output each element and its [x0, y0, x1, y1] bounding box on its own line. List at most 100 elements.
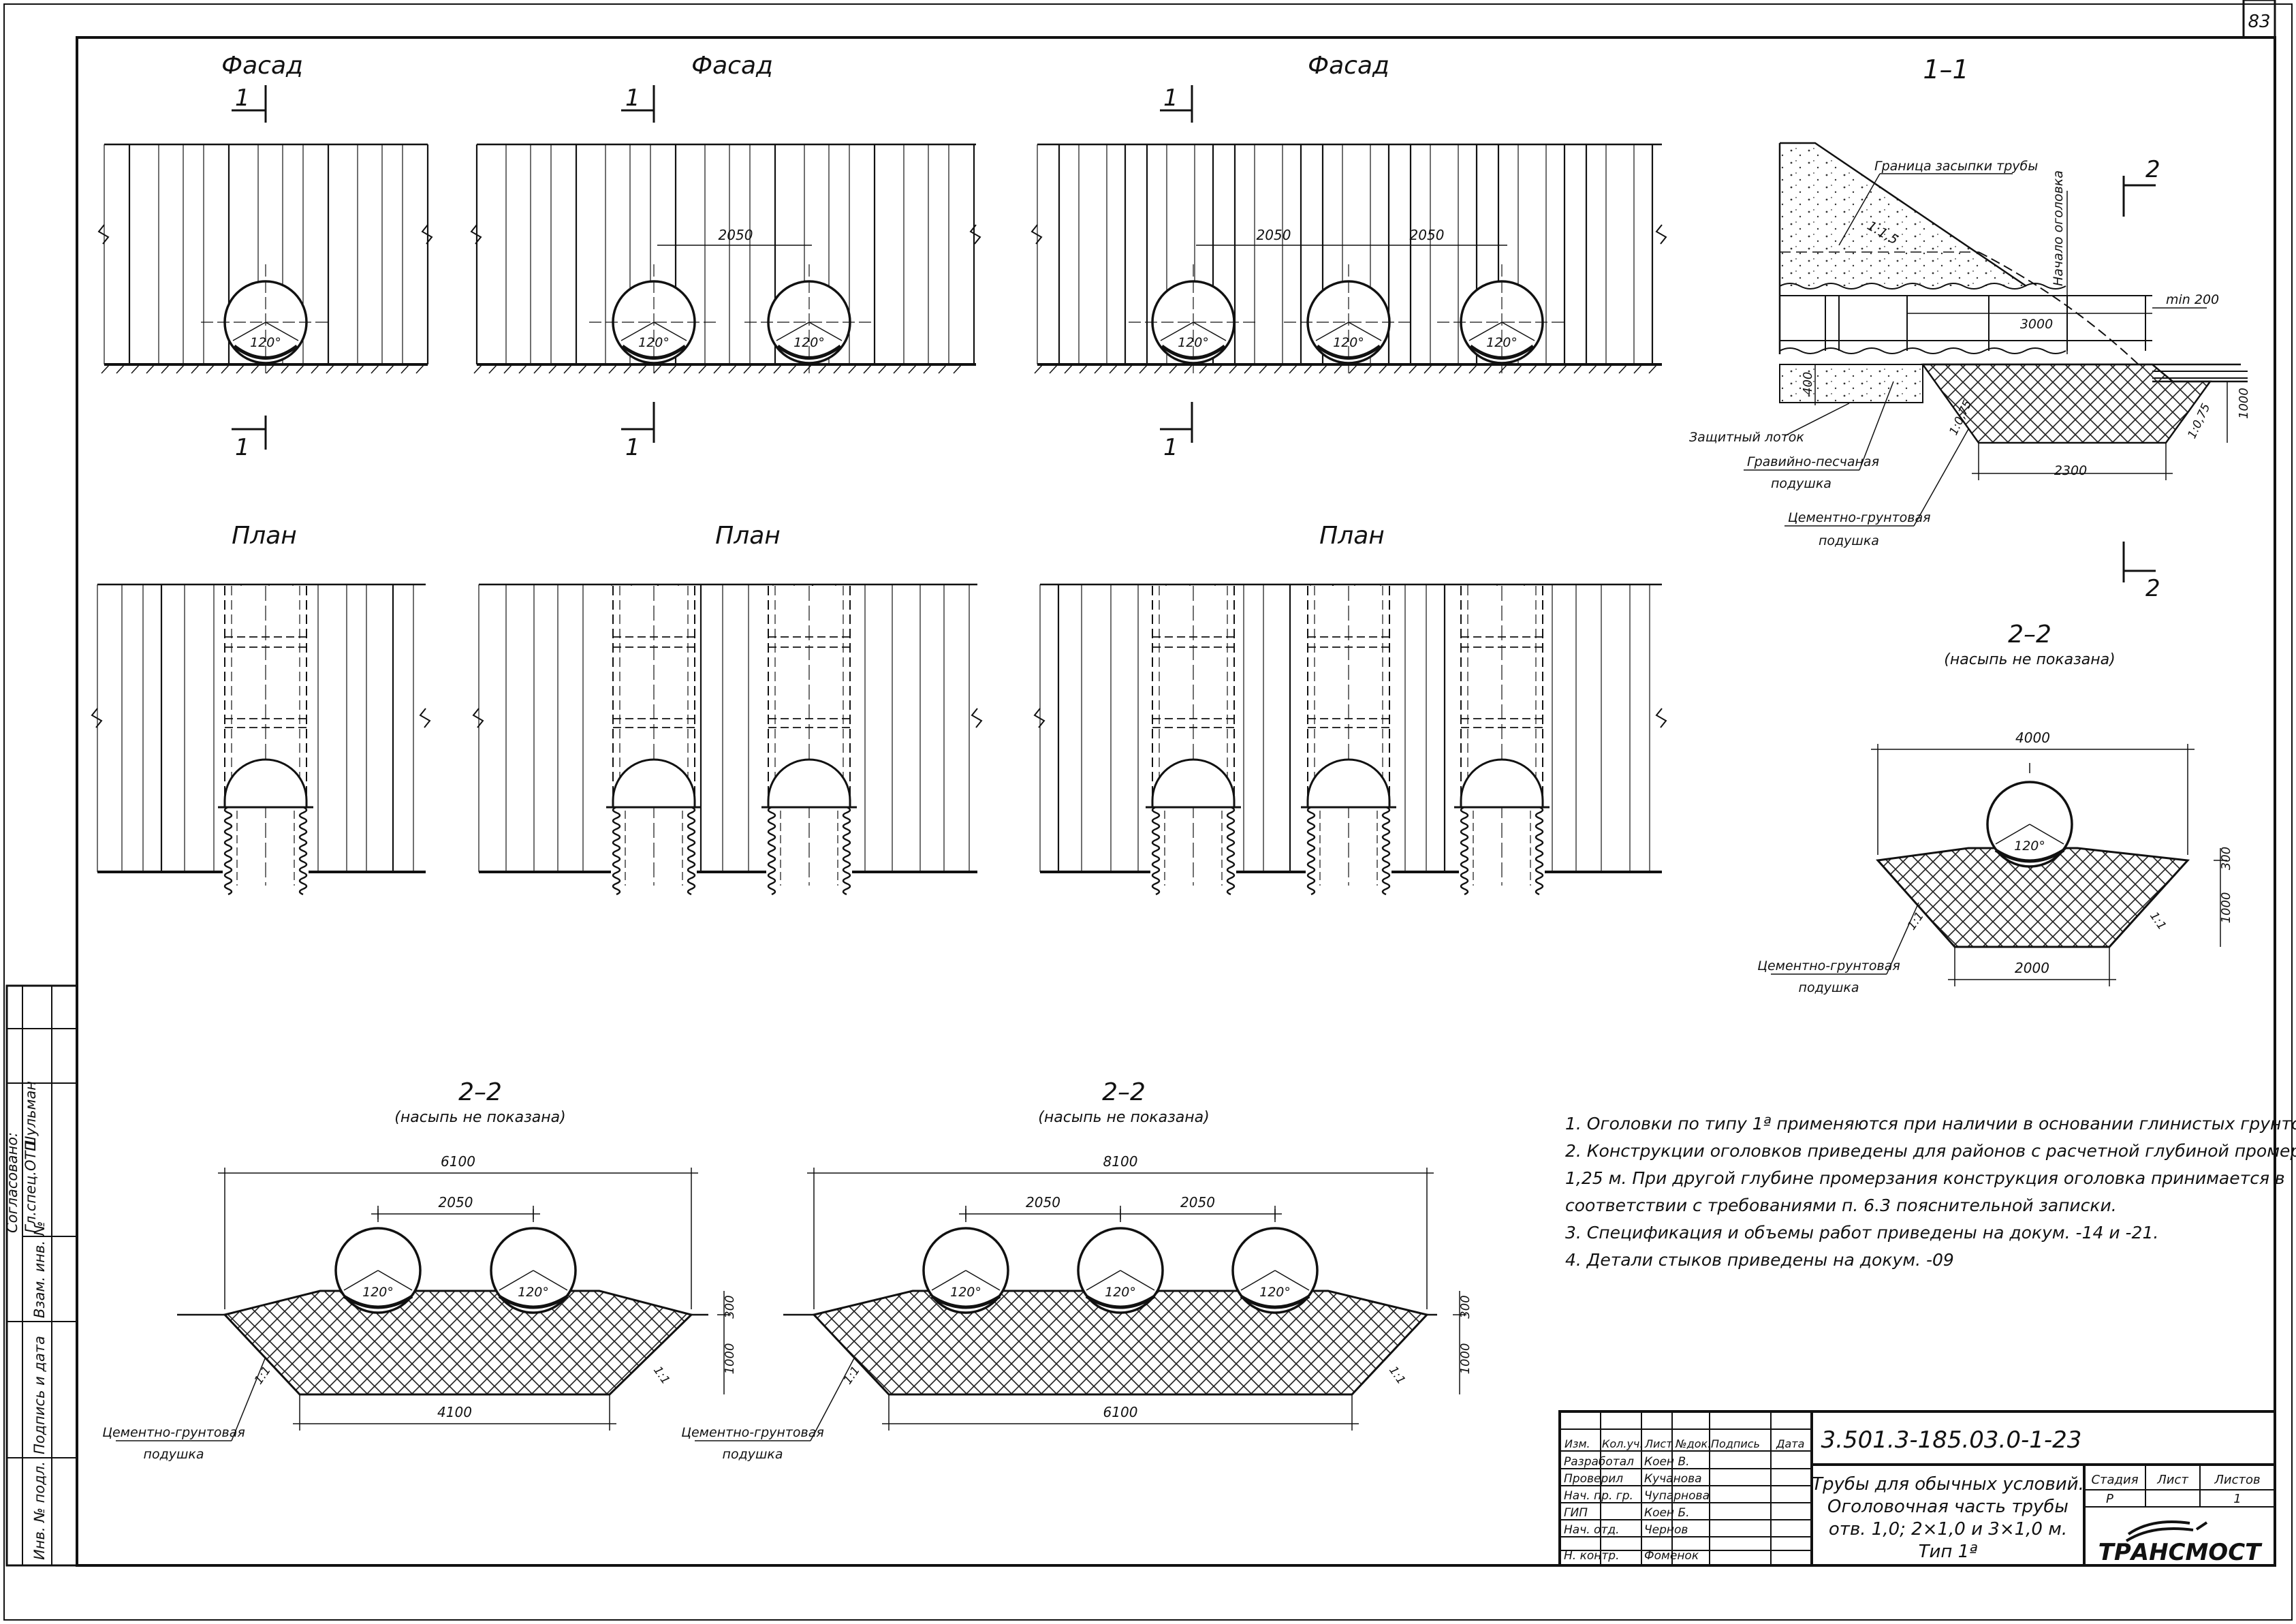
note-3: 3. Спецификация и объемы работ приведены… [1565, 1223, 2158, 1243]
inlet-head [1460, 758, 1544, 809]
ground-hatch [788, 364, 798, 374]
note-2-cont-a: 1,25 м. При другой глубине промерзания к… [1565, 1168, 2285, 1188]
slope-right: 1:1 [2147, 909, 2169, 933]
tb-name-2: Кучанова [1644, 1472, 1702, 1486]
cushion-label-1: Цементно-грунтовая [1757, 958, 1900, 973]
ground-hatch [1483, 364, 1493, 374]
break-mark [472, 708, 484, 728]
angle-label: 120° [250, 335, 281, 350]
ground-hatch [653, 364, 663, 374]
ground-hatch [1424, 364, 1433, 374]
facade-title-2: Фасад [691, 52, 773, 80]
angle-label: 120° [1105, 1285, 1136, 1300]
dim-300: 300 [1458, 1295, 1473, 1318]
corrugated-edge [223, 806, 233, 896]
dim-400: 400 [1801, 372, 1815, 395]
angle-ray [499, 1270, 534, 1291]
ground-hatch [1498, 364, 1508, 374]
dim-1000: 1000 [2219, 892, 2233, 924]
dim-bottom-width: 4100 [437, 1404, 472, 1420]
ground-hatch [758, 364, 768, 374]
break-mark [470, 224, 482, 245]
ground-hatch [1513, 364, 1523, 374]
ground-hatch [251, 364, 260, 374]
angle-label: 120° [518, 1285, 549, 1300]
pipe-bedding [498, 1294, 569, 1309]
break-mark [1033, 708, 1045, 728]
ground-hatch [206, 364, 215, 374]
ground-hatch [848, 364, 858, 374]
ground-hatch [1139, 364, 1148, 374]
section-mark-top-1: 1 [235, 84, 250, 112]
dim-pipe-spacing: 2050 [1026, 1194, 1060, 1211]
corrugated-edge [767, 806, 776, 896]
agreed-name: Шульман [22, 1081, 39, 1151]
tb-sheets-label: Листов [2214, 1473, 2260, 1487]
section-2-2-subtitle-double: (насыпь не показана) [394, 1109, 565, 1126]
ground-hatch [1259, 364, 1268, 374]
pipe-bedding [930, 1294, 1001, 1309]
ground-hatch [161, 364, 170, 374]
corrugated-edge [687, 806, 696, 896]
section-mark-top-2: 1 [625, 84, 640, 112]
dim-top-width: 6100 [441, 1153, 475, 1170]
ground-hatch [415, 364, 425, 374]
ground-hatch [1079, 364, 1088, 374]
ground-hatch [893, 364, 902, 374]
tb-description-3: отв. 1,0; 2×1,0 и 3×1,0 м. [1829, 1519, 2067, 1540]
angle-ray [931, 1270, 966, 1291]
ground-hatch [698, 364, 708, 374]
corrugated-edge [1226, 806, 1236, 896]
ground-hatch [1169, 364, 1178, 374]
tb-role-1: Разработал [1564, 1455, 1634, 1469]
tb-role-3: Нач. пр. гр. [1564, 1489, 1633, 1503]
angle-ray [343, 1270, 379, 1291]
ground-hatch [818, 364, 828, 374]
tb-role-4: ГИП [1564, 1506, 1588, 1520]
ground-hatch [1618, 364, 1628, 374]
corrugated-edge [1151, 806, 1161, 896]
tb-role-6: Н. контр. [1564, 1549, 1619, 1563]
ground-hatch [311, 364, 320, 374]
ground-hatch [1409, 364, 1418, 374]
angle-ray [265, 322, 299, 341]
tb-header-ndoc: №док. [1675, 1437, 1711, 1450]
corrugated-edge [842, 806, 851, 896]
ground-hatch [1468, 364, 1478, 374]
angle-ray [1160, 322, 1194, 341]
angle-ray [1193, 322, 1227, 341]
leader-line [810, 1356, 855, 1441]
corrugated-edge [1306, 806, 1316, 896]
facade-dim-2050-b: 2050 [1257, 227, 1291, 243]
tb-name-5: Чернов [1644, 1523, 1688, 1537]
ground-hatch [146, 364, 155, 374]
ground-hatch [386, 364, 395, 374]
ground-hatch [1064, 364, 1073, 374]
section-mark-bot-1: 1 [235, 434, 250, 461]
facade-views: Фасад Фасад Фасад 1 1 1 1 1 1 2050 2050 … [97, 52, 1667, 461]
break-mark [1031, 224, 1043, 245]
section-mark-bot-3: 1 [1163, 434, 1178, 461]
tb-name-6: Фоменок [1644, 1549, 1699, 1563]
angle-ray [1086, 1270, 1121, 1291]
facade-spacing-dims: 2050 2050 2050 [657, 227, 1507, 246]
tb-description-1: Трубы для обычных условий. [1812, 1474, 2084, 1495]
ground-hatch [503, 364, 513, 374]
tb-description-4: Тип 1ª [1919, 1542, 1978, 1562]
backfill-boundary-label: Граница засыпки трубы [1874, 159, 2038, 174]
headwall-start-label: Начало оголовка [2051, 170, 2066, 286]
dim-1000: 1000 [723, 1343, 737, 1375]
ground-hatch [1543, 364, 1553, 374]
dim-300: 300 [723, 1295, 737, 1318]
ground-hatch [878, 364, 887, 374]
section-2-2-title-single: 2–2 [2008, 621, 2051, 649]
ground-hatch [908, 364, 917, 374]
ground-hatch [1364, 364, 1373, 374]
ground-hatch [1558, 364, 1568, 374]
cushion-label-2: подушка [723, 1447, 783, 1462]
angle-ray [377, 1270, 413, 1291]
break-mark [421, 224, 433, 245]
facade-title-1: Фасад [221, 52, 303, 80]
pipe-bedding [233, 345, 298, 360]
